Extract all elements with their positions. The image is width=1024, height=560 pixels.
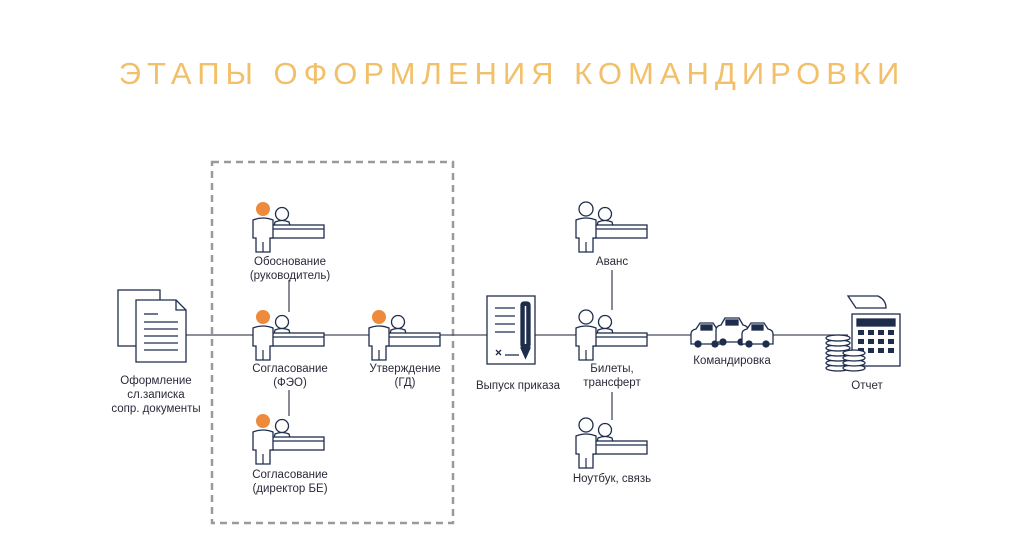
page-title: ЭТАПЫ ОФОРМЛЕНИЯ КОМАНДИРОВКИ bbox=[118, 56, 906, 91]
label-confirmation: Утверждение (ГД) bbox=[369, 363, 441, 389]
label-approval-feo: Согласование (ФЭО) bbox=[252, 363, 328, 389]
calculator-coins-icon bbox=[825, 295, 901, 372]
meeting-icon bbox=[575, 417, 648, 469]
signed-document-icon bbox=[486, 295, 536, 365]
meeting-icon bbox=[252, 414, 325, 465]
label-documents: Оформление сл.записка сопр. документы bbox=[111, 375, 201, 415]
documents-icon bbox=[117, 289, 187, 363]
label-justification: Обоснование (руководитель) bbox=[249, 256, 331, 282]
approval-group-frame bbox=[210, 160, 455, 525]
meeting-icon bbox=[368, 310, 441, 361]
label-trip: Командировка bbox=[693, 355, 771, 367]
meeting-icon bbox=[575, 309, 648, 361]
label-advance: Аванс bbox=[595, 256, 629, 268]
label-order: Выпуск приказа bbox=[475, 380, 561, 392]
label-approval-director: Согласование (директор БЕ) bbox=[252, 469, 328, 495]
label-laptop: Ноутбук, связь bbox=[572, 473, 652, 485]
meeting-icon bbox=[252, 202, 325, 253]
cars-icon bbox=[690, 317, 774, 348]
meeting-icon bbox=[575, 201, 648, 253]
meeting-icon bbox=[252, 310, 325, 361]
label-report: Отчет bbox=[851, 380, 883, 392]
label-tickets: Билеты, трансферт bbox=[583, 363, 641, 389]
